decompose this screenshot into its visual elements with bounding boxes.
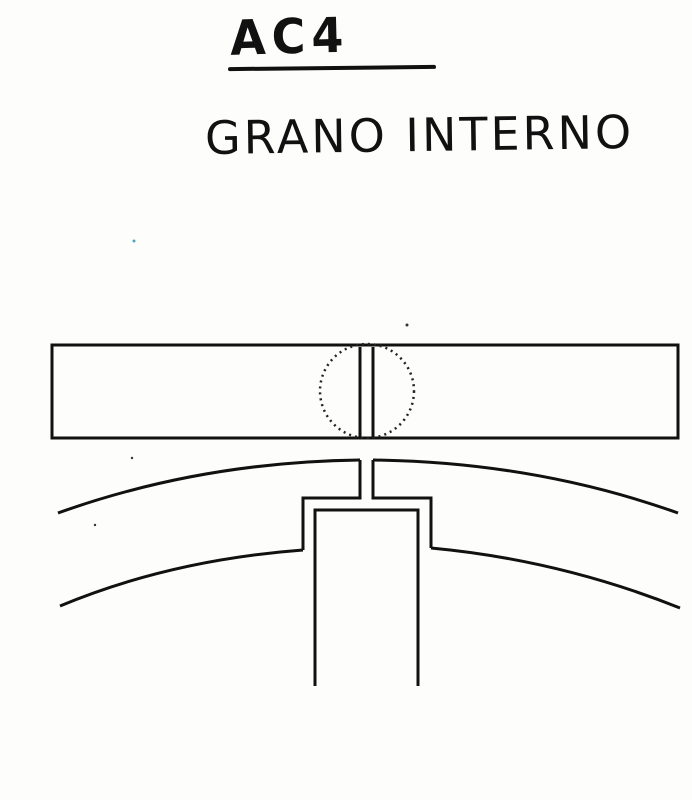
right-lower-arc	[430, 546, 681, 610]
scan-speck	[132, 239, 136, 243]
top-bar	[50, 343, 680, 440]
scan-speck	[130, 456, 134, 460]
left-lower-arc	[59, 548, 304, 608]
dotted-circle	[318, 342, 416, 440]
pin-inner-shaft	[313, 508, 420, 686]
right-upper-arc	[372, 458, 679, 515]
scan-speck	[405, 323, 409, 327]
scan-speck	[93, 523, 97, 527]
left-upper-arc	[57, 458, 361, 515]
pin-outer-outline	[301, 460, 433, 550]
